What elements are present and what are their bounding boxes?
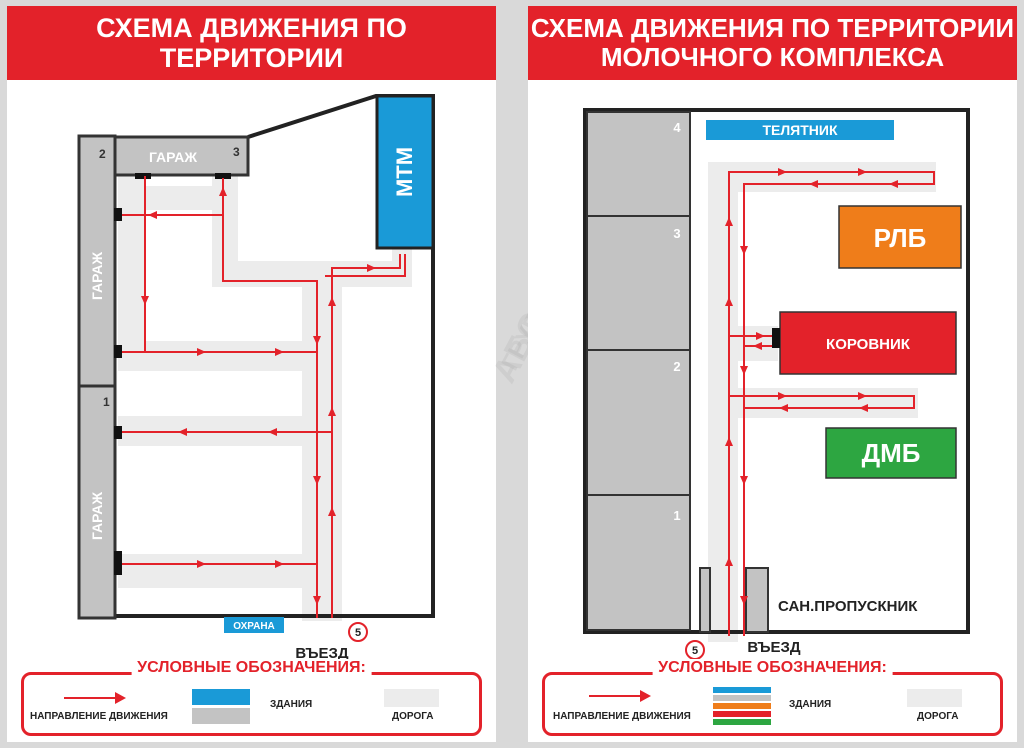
left-roads <box>118 176 412 621</box>
right-legend-swatch-road <box>907 689 962 707</box>
right-legend-swatch-gray <box>713 695 771 701</box>
route-main-loop <box>728 171 935 636</box>
right-number-5: 5 <box>692 645 698 657</box>
left-mtm-label: МТМ <box>392 147 417 197</box>
left-legend-swatch-gray <box>192 708 250 724</box>
right-legend-swatch-orange <box>713 703 771 709</box>
left-gates <box>114 173 231 575</box>
right-calf-barn <box>706 120 894 140</box>
right-legend-swatch-blue <box>713 687 771 693</box>
right-title-line1: СХЕМА ДВИЖЕНИЯ ПО ТЕРРИТОРИИ <box>530 12 1015 43</box>
left-title-bar: СХЕМА ДВИЖЕНИЯ ПО ТЕРРИТОРИИ <box>7 6 496 80</box>
right-rlb-label: РЛБ <box>874 223 927 253</box>
left-garage-top-label: ГАРАЖ <box>149 149 197 165</box>
right-block-1 <box>586 494 691 631</box>
left-guard-box <box>224 617 284 633</box>
right-title-bar: СХЕМА ДВИЖЕНИЯ ПО ТЕРРИТОРИИ МОЛОЧНОГО К… <box>528 6 1017 80</box>
right-dmb-label: ДМБ <box>862 438 921 468</box>
left-guard-label: ОХРАНА <box>233 621 275 632</box>
left-mtm-building <box>375 94 435 250</box>
left-legend: УСЛОВНЫЕ ОБОЗНАЧЕНИЯ: НАПРАВЛЕНИЕ ДВИЖЕН… <box>21 659 482 736</box>
left-legend-title: УСЛОВНЫЕ ОБОЗНАЧЕНИЯ: <box>131 659 372 677</box>
right-dmb-building <box>825 427 957 479</box>
left-arrowheads <box>141 187 376 605</box>
left-legend-buildings: ЗДАНИЯ <box>270 699 313 710</box>
right-cowshed-building <box>779 311 957 375</box>
left-number-3: 3 <box>233 145 240 159</box>
right-block-2 <box>586 349 691 496</box>
left-legend-swatch-blue <box>192 689 250 705</box>
right-legend-swatch-green <box>713 719 771 725</box>
left-entrance-label: ВЪЕЗД <box>295 645 349 662</box>
left-garage-upper-label: ГАРАЖ <box>89 252 105 300</box>
left-routes <box>122 176 406 618</box>
right-post-left <box>699 567 711 633</box>
route-entry-to-mtm <box>331 254 401 618</box>
right-block-4 <box>586 111 691 217</box>
right-poster: СХЕМА ДВИЖЕНИЯ ПО ТЕРРИТОРИИ МОЛОЧНОГО К… <box>528 6 1017 742</box>
right-site-outline <box>583 108 970 634</box>
right-post-right <box>745 567 769 633</box>
left-legend-swatch-road <box>384 689 439 707</box>
left-legend-direction: НАПРАВЛЕНИЕ ДВИЖЕНИЯ <box>30 711 168 722</box>
right-number-2: 2 <box>673 359 680 374</box>
right-rlb-building <box>838 205 962 269</box>
right-number-3: 3 <box>673 226 680 241</box>
right-number-1: 1 <box>673 508 680 523</box>
right-entrance-label: ВЪЕЗД <box>747 639 801 656</box>
left-poster: СХЕМА ДВИЖЕНИЯ ПО ТЕРРИТОРИИ <box>7 6 496 742</box>
route-from-mtm <box>325 254 406 277</box>
left-map: 2 3 1 ГАРАЖ ГАРАЖ ГАРАЖ МТМ ОХРАНА 5 ВЪЕ… <box>77 94 435 662</box>
left-garage-upper <box>77 134 117 388</box>
left-number-1: 1 <box>103 395 110 409</box>
right-legend: УСЛОВНЫЕ ОБОЗНАЧЕНИЯ: НАПРАВЛЕНИЕ ДВИЖЕН… <box>542 659 1003 736</box>
right-legend-direction: НАПРАВЛЕНИЕ ДВИЖЕНИЯ <box>553 711 691 722</box>
right-legend-road: ДОРОГА <box>917 711 959 722</box>
right-number-4: 4 <box>673 120 681 135</box>
left-title: СХЕМА ДВИЖЕНИЯ ПО ТЕРРИТОРИИ <box>96 12 407 73</box>
right-title-line2: МОЛОЧНОГО КОМПЛЕКСА <box>600 42 945 72</box>
left-number-5-circle <box>348 622 368 642</box>
right-calf-barn-label: ТЕЛЯТНИК <box>762 122 838 138</box>
left-legend-road: ДОРОГА <box>392 711 434 722</box>
left-garage-lower <box>77 384 117 620</box>
right-legend-title: УСЛОВНЫЕ ОБОЗНАЧЕНИЯ: <box>652 659 893 677</box>
right-legend-buildings: ЗДАНИЯ <box>789 699 832 710</box>
right-cowshed-label: КОРОВНИК <box>826 336 911 353</box>
left-garage-top <box>113 135 250 177</box>
right-legend-arrow <box>589 690 651 702</box>
left-garage-lower-label: ГАРАЖ <box>89 492 105 540</box>
right-block-3 <box>586 215 691 351</box>
left-number-2: 2 <box>99 147 106 161</box>
right-arrowheads <box>725 168 898 605</box>
right-sanitary-label: САН.ПРОПУСКНИК <box>778 598 918 615</box>
right-map: 4 3 2 1 ТЕЛЯТНИК РЛБ КОРОВНИК ДМБ САН.ПР… <box>583 108 970 660</box>
right-cowshed-gate <box>772 328 780 348</box>
left-legend-arrow <box>64 692 126 704</box>
left-number-5: 5 <box>355 627 361 639</box>
route-lower-loop <box>729 395 915 409</box>
right-legend-swatch-red <box>713 711 771 717</box>
